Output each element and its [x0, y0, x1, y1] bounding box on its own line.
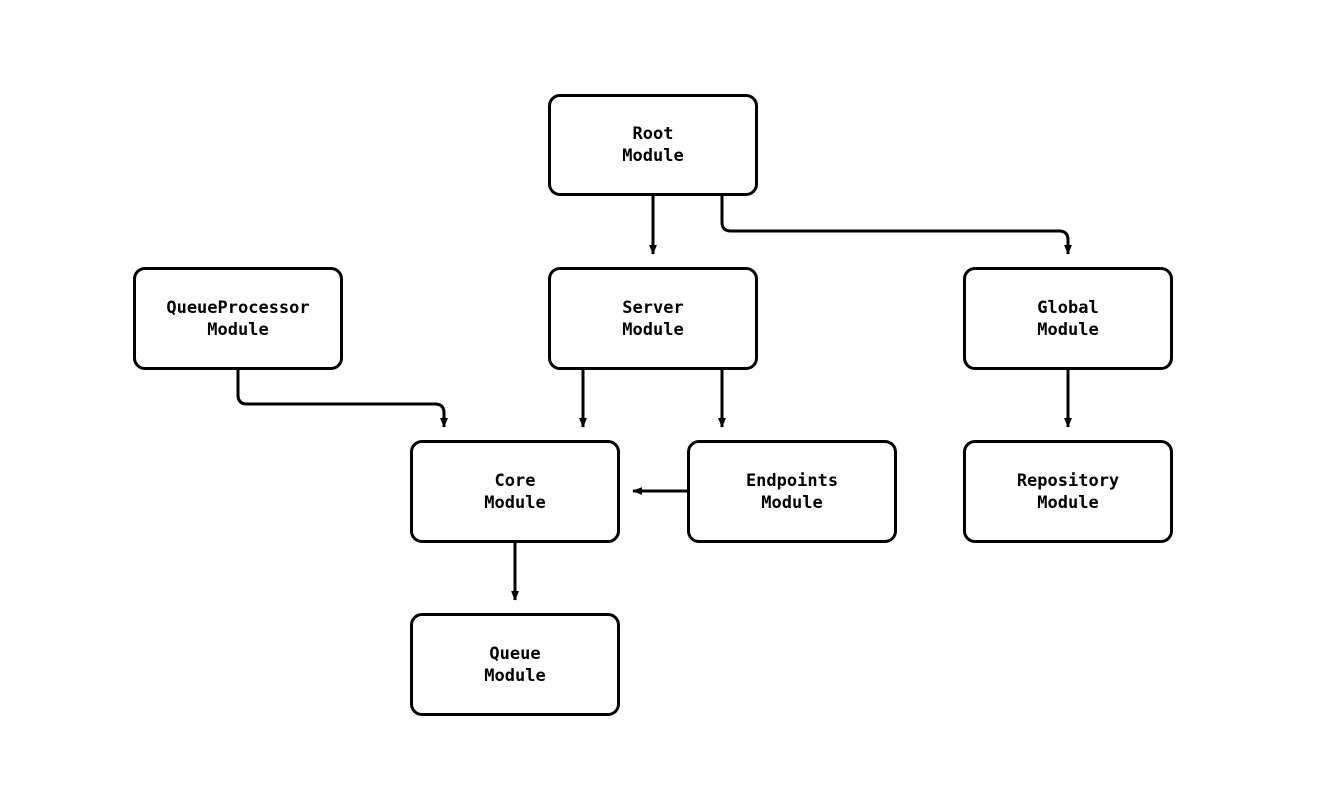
node-queueprocessor-module-line2: Module	[207, 319, 269, 340]
node-repository-module-line2: Module	[1037, 492, 1099, 513]
node-queueprocessor-module-line1: QueueProcessor	[166, 297, 310, 318]
node-endpoints-module[interactable]: Endpoints Module	[687, 440, 897, 543]
node-root-module[interactable]: Root Module	[548, 94, 758, 196]
node-global-module-line2: Module	[1037, 319, 1099, 340]
node-root-module-line1: Root	[632, 124, 674, 144]
node-global-module-line1: Global	[1037, 297, 1099, 318]
node-queue-module-line1: Queue	[489, 643, 541, 664]
node-core-module-line1: Core	[494, 470, 536, 491]
node-queueprocessor-module[interactable]: QueueProcessor Module	[133, 267, 343, 370]
node-endpoints-module-line1: Endpoints	[745, 470, 839, 491]
node-repository-module[interactable]: Repository Module	[963, 440, 1173, 543]
node-repository-module-line1: Repository	[1016, 470, 1120, 491]
node-server-module-line1: Server	[622, 297, 684, 318]
node-endpoints-module-line2: Module	[761, 492, 823, 513]
node-root-module-line2: Module	[622, 146, 684, 166]
node-queue-module[interactable]: Queue Module	[410, 613, 620, 716]
node-core-module[interactable]: Core Module	[410, 440, 620, 543]
edge-queueprocessor-to-core	[236, 370, 448, 428]
node-core-module-line2: Module	[484, 492, 546, 513]
node-queue-module-line2: Module	[484, 665, 546, 686]
node-server-module-line2: Module	[622, 319, 684, 340]
node-server-module[interactable]: Server Module	[548, 267, 758, 370]
edge-root-to-global	[720, 196, 1072, 255]
node-global-module[interactable]: Global Module	[963, 267, 1173, 370]
